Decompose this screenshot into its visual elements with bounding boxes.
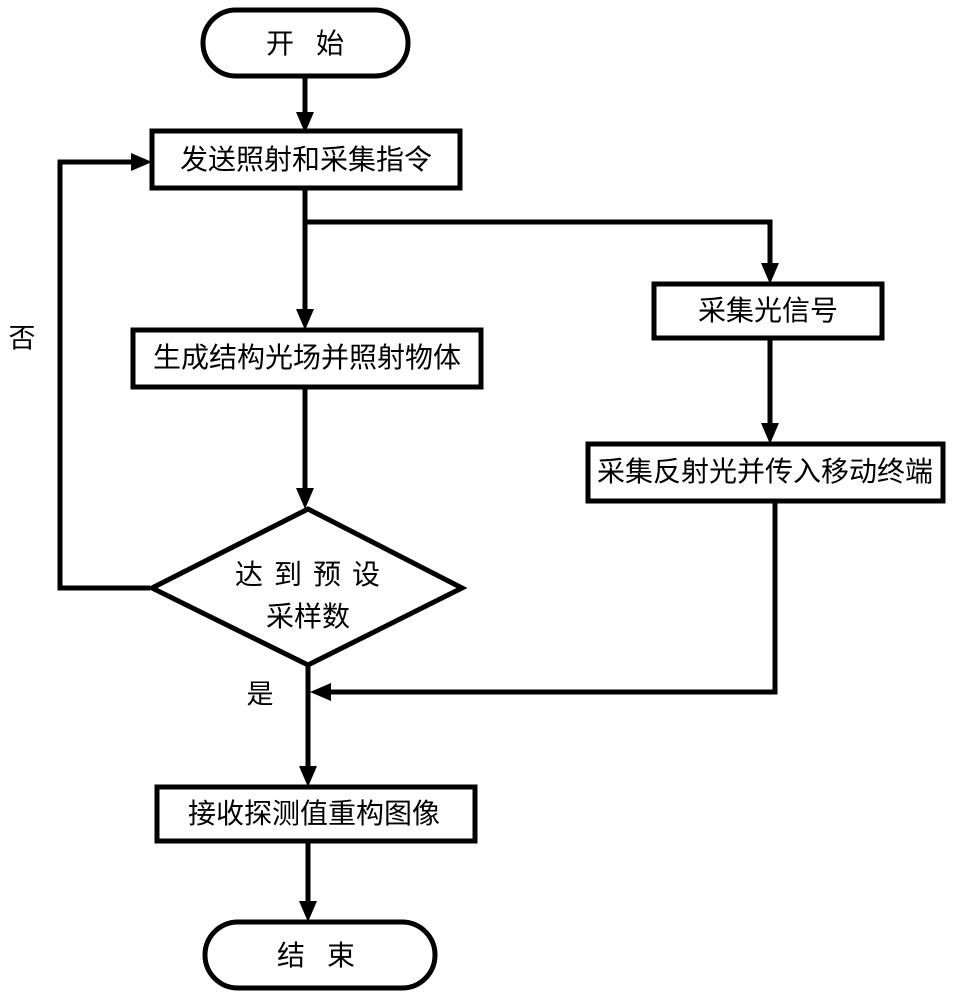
node-decision[interactable]: 达到预设 采样数 [146,506,468,668]
arrow-head-icon [296,112,314,133]
arrow-head-icon [296,309,314,330]
arrow-head-icon [131,153,152,171]
node-send-command[interactable]: 发送照射和采集指令 [149,128,463,191]
collect-reflect-shape [585,441,946,504]
edge-collect-signal-to-collect-reflect [761,337,779,444]
collect-signal-label: 采集光信号 [698,294,838,327]
decision-shape [146,506,468,668]
reconstruct-shape [154,784,478,844]
edge-reconstruct-to-end [299,841,317,922]
node-reconstruct[interactable]: 接收探测值重构图像 [154,784,478,844]
edge-collect-reflect-to-yes-branch [310,501,778,701]
node-end[interactable]: 结束 [202,919,438,991]
end-shape [202,919,438,991]
reconstruct-label: 接收探测值重构图像 [188,797,440,830]
start-shape [200,7,411,79]
node-collect-signal[interactable]: 采集光信号 [651,281,885,341]
decision-label-line1: 达到预设 [235,558,391,591]
collect-signal-shape [651,281,885,341]
send-command-label: 发送照射和采集指令 [180,143,432,176]
edge-start-to-send-command [296,76,314,133]
edge-decision-no-to-send-command [57,153,152,591]
arrow-head-icon [299,901,317,922]
end-label: 结束 [277,939,377,972]
edge-send-command-to-generate-light [296,188,314,330]
node-collect-reflect[interactable]: 采集反射光并传入移动终端 [585,441,946,504]
generate-light-shape [130,327,484,390]
arrow-head-icon [761,263,779,284]
node-start[interactable]: 开始 [200,7,411,79]
arrow-head-icon [310,683,331,701]
edge-generate-light-to-decision [296,385,314,509]
arrow-head-icon [761,423,779,444]
generate-light-label: 生成结构光场并照射物体 [153,341,461,374]
edge-send-command-to-collect-signal [305,219,779,284]
edge-label-no: 否 [9,324,36,355]
collect-reflect-label: 采集反射光并传入移动终端 [597,455,933,488]
edge-label-yes: 是 [247,680,274,711]
edge-decision-yes-to-reconstruct [299,665,317,787]
decision-label-line2: 采样数 [266,600,350,633]
send-command-shape [149,128,463,191]
node-generate-light[interactable]: 生成结构光场并照射物体 [130,327,484,390]
arrow-head-icon [299,766,317,787]
arrow-head-icon [296,488,314,509]
start-label: 开始 [266,27,366,60]
